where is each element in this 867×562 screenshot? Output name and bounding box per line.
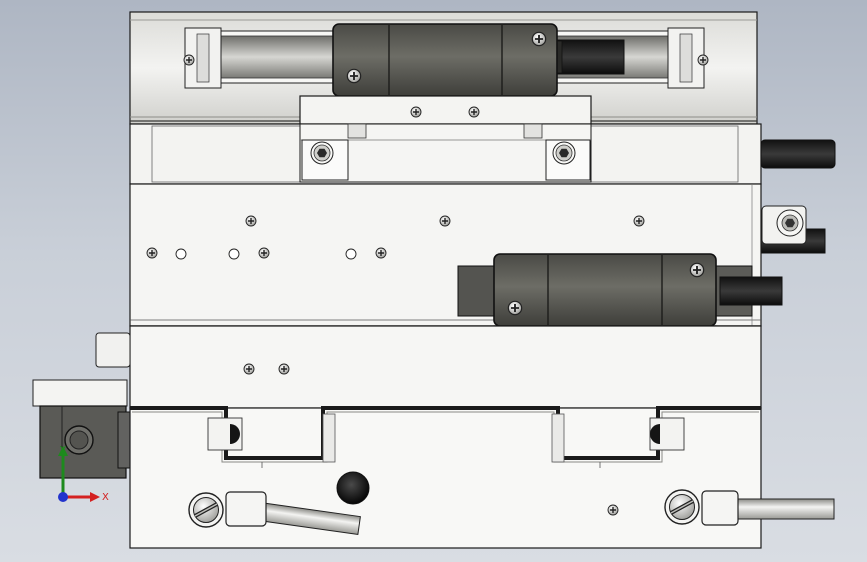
cylinder-screw-icon xyxy=(689,262,705,278)
z-axis-dot xyxy=(58,492,68,502)
guide-plate[interactable] xyxy=(129,123,762,185)
cylinder-screw-icon xyxy=(346,68,362,84)
cylinder-screw-icon xyxy=(531,31,547,47)
y-axis-arrowhead xyxy=(58,446,68,456)
hex-socket-icon xyxy=(310,141,334,165)
x-axis-label: X xyxy=(102,492,109,503)
slotted-screw-icon xyxy=(187,491,225,529)
slotted-screw-icon xyxy=(663,488,701,526)
screw-icon xyxy=(607,504,619,516)
left-guide-pin[interactable] xyxy=(187,491,361,536)
cylinder-screw-icon xyxy=(507,300,523,316)
right-air-hoses[interactable] xyxy=(760,139,836,254)
top-air-cylinder[interactable] xyxy=(332,23,625,97)
bracket-screw-icon xyxy=(183,54,195,66)
bracket-screw-icon xyxy=(697,54,709,66)
bottom-fixture-plate[interactable] xyxy=(129,406,762,549)
bracket-screw-icon xyxy=(410,106,422,118)
hex-socket-icon xyxy=(552,141,576,165)
side-air-cylinder[interactable] xyxy=(457,253,783,327)
axis-triad: Y X xyxy=(58,445,109,503)
left-clamp-block[interactable] xyxy=(32,332,131,479)
right-guide-pin[interactable] xyxy=(663,488,835,526)
x-axis-arrowhead xyxy=(90,492,100,502)
lower-base-plate[interactable] xyxy=(129,325,762,409)
bracket-screw-icon xyxy=(468,106,480,118)
y-axis-label: Y xyxy=(59,445,67,456)
